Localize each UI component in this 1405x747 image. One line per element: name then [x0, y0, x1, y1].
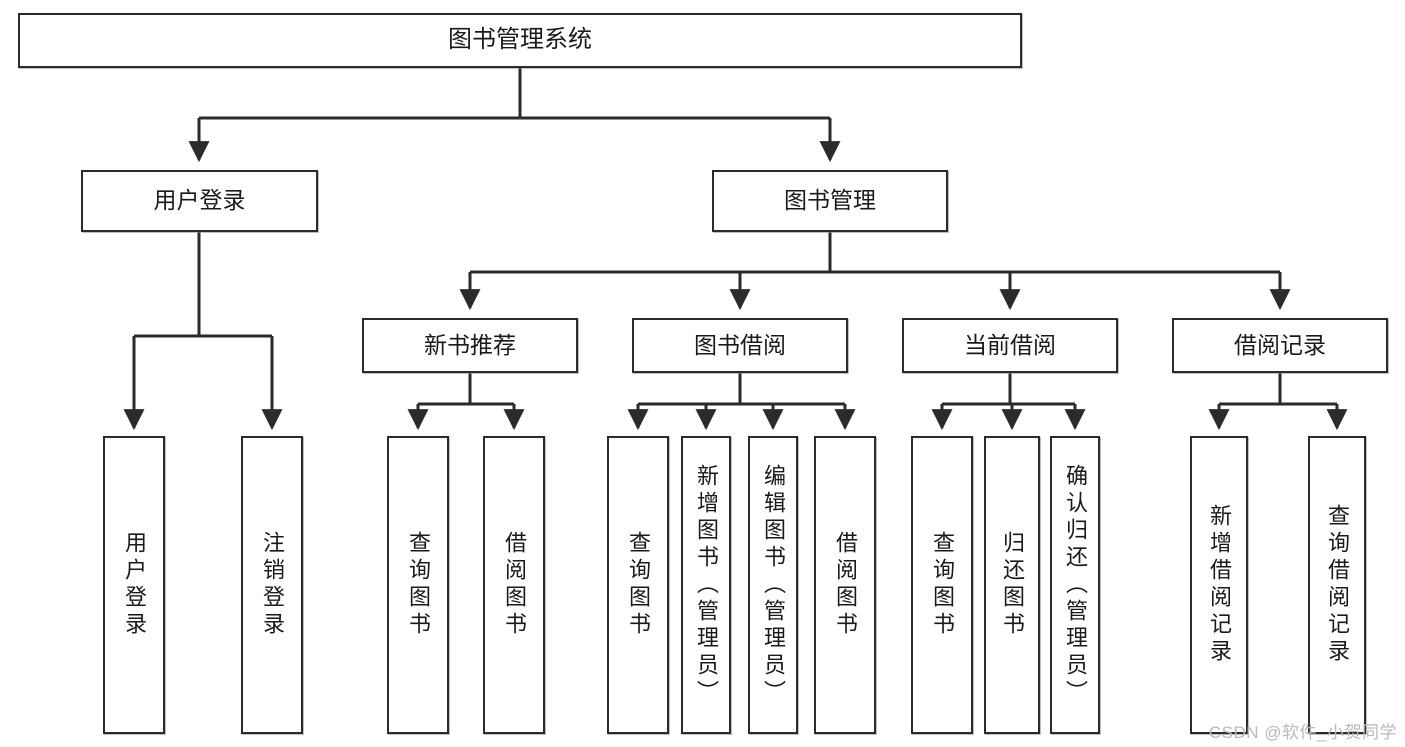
node-leaf-query-book-2[interactable]: 查询图书	[607, 436, 669, 734]
node-current-borrow-label: 当前借阅	[964, 331, 1056, 358]
node-leaf-edit-book[interactable]: 编辑图书（管理员）	[748, 436, 798, 734]
node-leaf-logout-label: 注销登录	[260, 531, 285, 639]
node-leaf-edit-book-label: 编辑图书（管理员）	[761, 463, 786, 707]
node-leaf-add-record[interactable]: 新增借阅记录	[1190, 436, 1248, 734]
node-leaf-query-book-1[interactable]: 查询图书	[387, 436, 449, 734]
node-new-book-recommend[interactable]: 新书推荐	[362, 318, 578, 373]
node-root[interactable]: 图书管理系统	[18, 13, 1022, 68]
node-leaf-add-book[interactable]: 新增图书（管理员）	[681, 436, 731, 734]
node-leaf-query-record[interactable]: 查询借阅记录	[1308, 436, 1366, 734]
node-leaf-confirm-return[interactable]: 确认归还（管理员）	[1050, 436, 1100, 734]
node-leaf-logout[interactable]: 注销登录	[241, 436, 303, 734]
node-current-borrow[interactable]: 当前借阅	[902, 318, 1118, 373]
node-leaf-confirm-return-label: 确认归还（管理员）	[1063, 463, 1088, 707]
node-leaf-query-book-1-label: 查询图书	[406, 531, 431, 639]
node-leaf-add-record-label: 新增借阅记录	[1207, 504, 1232, 666]
node-leaf-user-login-label: 用户登录	[122, 531, 147, 639]
node-leaf-borrow-book-2-label: 借阅图书	[833, 531, 858, 639]
csdn-watermark: CSDN @软件_小贺同学	[1208, 723, 1397, 742]
node-leaf-query-book-3[interactable]: 查询图书	[911, 436, 973, 734]
node-leaf-query-book-2-label: 查询图书	[626, 531, 651, 639]
node-leaf-query-book-3-label: 查询图书	[930, 531, 955, 639]
node-book-manage-label: 图书管理	[784, 187, 876, 214]
node-root-label: 图书管理系统	[448, 26, 592, 54]
node-borrow-record[interactable]: 借阅记录	[1172, 318, 1388, 373]
node-borrow-record-label: 借阅记录	[1234, 331, 1326, 358]
node-leaf-borrow-book-2[interactable]: 借阅图书	[814, 436, 876, 734]
node-user-login-label: 用户登录	[153, 187, 246, 214]
node-leaf-user-login[interactable]: 用户登录	[103, 436, 165, 734]
node-leaf-borrow-book-1-label: 借阅图书	[502, 531, 527, 639]
node-book-borrow-label: 图书借阅	[694, 331, 786, 358]
node-new-book-recommend-label: 新书推荐	[424, 331, 516, 358]
node-leaf-return-book-label: 归还图书	[1000, 531, 1025, 639]
node-leaf-query-record-label: 查询借阅记录	[1325, 504, 1350, 666]
node-leaf-add-book-label: 新增图书（管理员）	[694, 463, 719, 707]
node-book-manage[interactable]: 图书管理	[712, 170, 948, 232]
node-user-login[interactable]: 用户登录	[81, 170, 318, 232]
node-leaf-return-book[interactable]: 归还图书	[984, 436, 1040, 734]
node-book-borrow[interactable]: 图书借阅	[632, 318, 848, 373]
node-leaf-borrow-book-1[interactable]: 借阅图书	[483, 436, 545, 734]
